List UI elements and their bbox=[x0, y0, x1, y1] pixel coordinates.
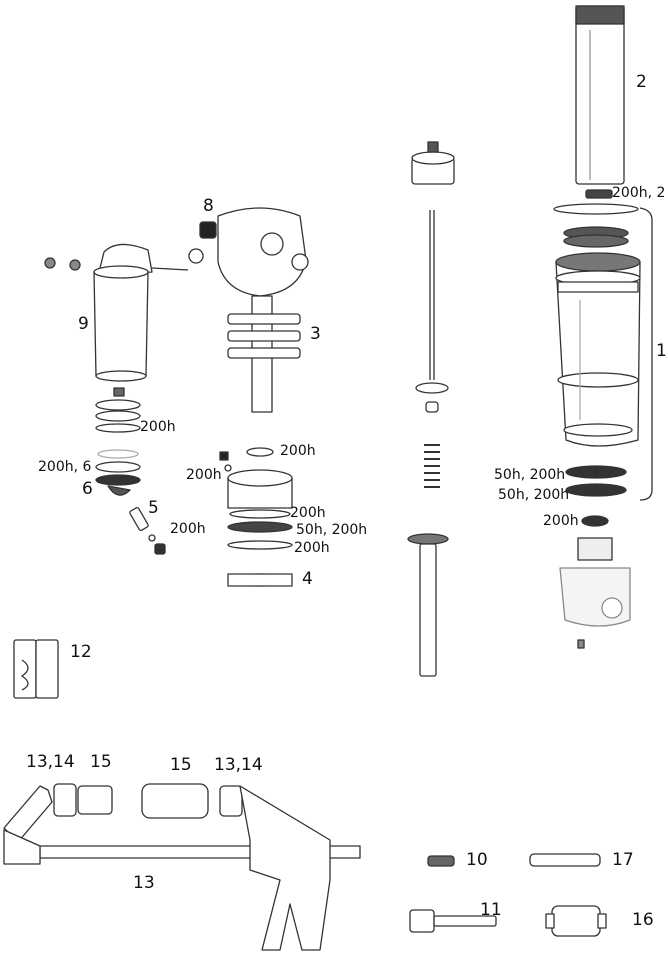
callout-13-14-right: 13,14 bbox=[214, 755, 263, 775]
small-tools bbox=[409, 853, 607, 937]
lube-note-200h-ring3: 200h bbox=[294, 540, 330, 556]
lube-note-200h-left: 200h bbox=[140, 419, 176, 435]
callout-13: 13 bbox=[133, 873, 155, 893]
lube-note-50h-200h-a: 50h, 200h bbox=[494, 467, 566, 483]
lube-note-200h-5: 200h bbox=[170, 521, 206, 537]
lube-note-200h-2: 200h, 2 bbox=[612, 185, 666, 201]
callout-8: 8 bbox=[203, 196, 214, 216]
part-13-clamp-tool bbox=[3, 783, 361, 951]
callout-9: 9 bbox=[78, 314, 89, 334]
left-ring-stack bbox=[95, 387, 141, 496]
part-9-lower-body bbox=[44, 243, 189, 382]
lube-note-200h-valve: 200h bbox=[186, 467, 222, 483]
callout-11: 11 bbox=[480, 900, 502, 920]
lower-base-part bbox=[559, 515, 631, 649]
part-8-damper-head bbox=[188, 207, 309, 413]
lube-note-200h-seal: 200h bbox=[543, 513, 579, 529]
lube-note-200h-cap: 200h bbox=[280, 443, 316, 459]
callout-1: 1 bbox=[656, 341, 667, 361]
callout-3: 3 bbox=[310, 324, 321, 344]
lube-note-50h-200h-b: 50h, 200h bbox=[498, 487, 570, 503]
middle-ring-stack bbox=[219, 447, 293, 587]
part-5-valve bbox=[129, 507, 166, 555]
callout-4: 4 bbox=[302, 569, 313, 589]
callout-12: 12 bbox=[70, 642, 92, 662]
center-shaft-stack bbox=[407, 141, 455, 677]
callout-15-mid: 15 bbox=[170, 755, 192, 775]
callout-15-left: 15 bbox=[90, 752, 112, 772]
lube-note-50h-200h-ring2: 50h, 200h bbox=[296, 522, 368, 538]
callout-13-14-left: 13,14 bbox=[26, 752, 75, 772]
callout-16: 16 bbox=[632, 910, 654, 930]
callout-6: 6 bbox=[82, 479, 93, 499]
callout-10: 10 bbox=[466, 850, 488, 870]
part-12-clamp-jaws bbox=[13, 639, 59, 699]
lube-note-200h-6: 200h, 6 bbox=[38, 459, 92, 475]
lube-note-200h-ring1: 200h bbox=[290, 505, 326, 521]
part-2-upper-tube bbox=[575, 5, 625, 199]
callout-17: 17 bbox=[612, 850, 634, 870]
callout-2: 2 bbox=[636, 72, 647, 92]
callout-5: 5 bbox=[148, 498, 159, 518]
part-1-air-can bbox=[553, 203, 653, 501]
